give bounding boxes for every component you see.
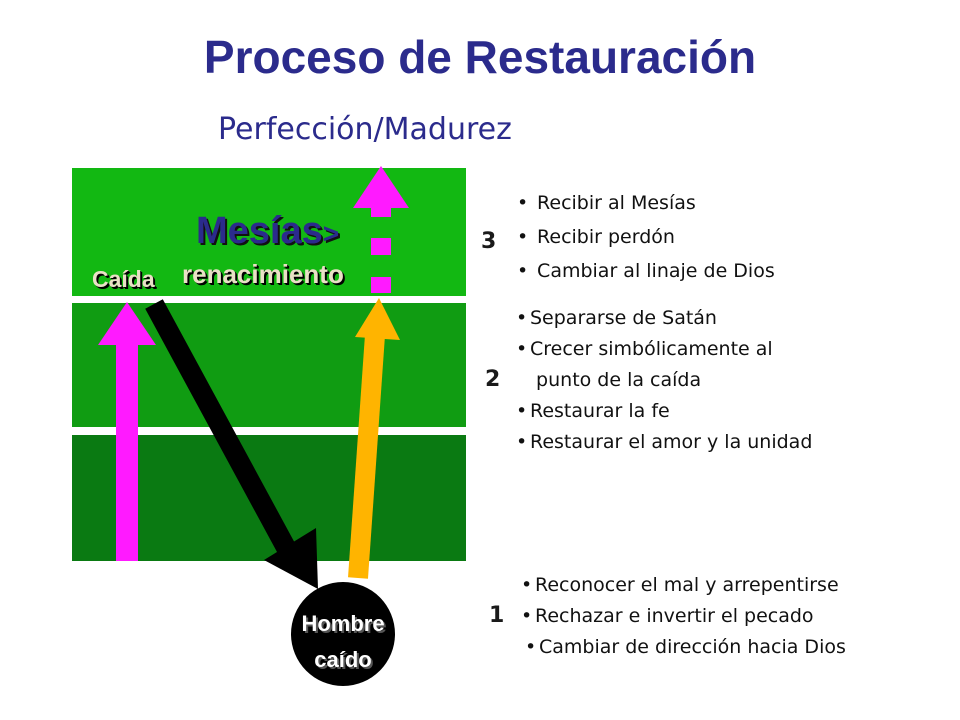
list-item: •Reconocer el mal y arrepentirse xyxy=(521,574,839,596)
stage-2-number: 2 xyxy=(485,367,501,392)
list-item: • Recibir perdón xyxy=(517,226,675,248)
list-item: •Cambiar de dirección hacia Dios xyxy=(525,636,846,658)
fall-label: Caída xyxy=(92,266,155,292)
list-item: •Restaurar la fe xyxy=(516,400,670,422)
fall-down-arrow xyxy=(145,299,318,589)
list-item: •Crecer simbólicamente al xyxy=(516,338,773,360)
stage-1-list: •Reconocer el mal y arrepentirse •Rechaz… xyxy=(521,570,846,663)
list-item: • Recibir al Mesías xyxy=(517,192,696,214)
list-item: •Restaurar el amor y la unidad xyxy=(516,431,813,453)
stage-3-band xyxy=(72,168,466,296)
fallen-man-circle xyxy=(291,582,395,686)
fall-growth-arrow xyxy=(98,302,156,561)
list-item: punto de la caída xyxy=(536,369,702,391)
stage-2-list: •Separarse de Satán •Crecer simbólicamen… xyxy=(516,303,812,458)
fallen-man-label-2: caído xyxy=(314,647,372,672)
page-title: Proceso de Restauración xyxy=(203,31,757,83)
fallen-man-label-1: Hombre xyxy=(301,611,385,636)
restoration-up-arrow xyxy=(348,298,400,579)
list-item: •Rechazar e invertir el pecado xyxy=(521,605,814,627)
perfection-label: Perfección/Madurez xyxy=(218,112,512,147)
list-item: •Separarse de Satán xyxy=(516,307,717,329)
messiah-label: Mesías> xyxy=(196,210,340,252)
list-item: • Cambiar al linaje de Dios xyxy=(517,260,775,282)
stage-1-number: 1 xyxy=(489,603,505,628)
stage-3-list: • Recibir al Mesías • Recibir perdón • C… xyxy=(517,186,775,288)
perfection-dashed-arrow xyxy=(353,166,409,293)
rebirth-label: renacimiento xyxy=(182,259,344,289)
stage-3-number: 3 xyxy=(481,229,497,254)
